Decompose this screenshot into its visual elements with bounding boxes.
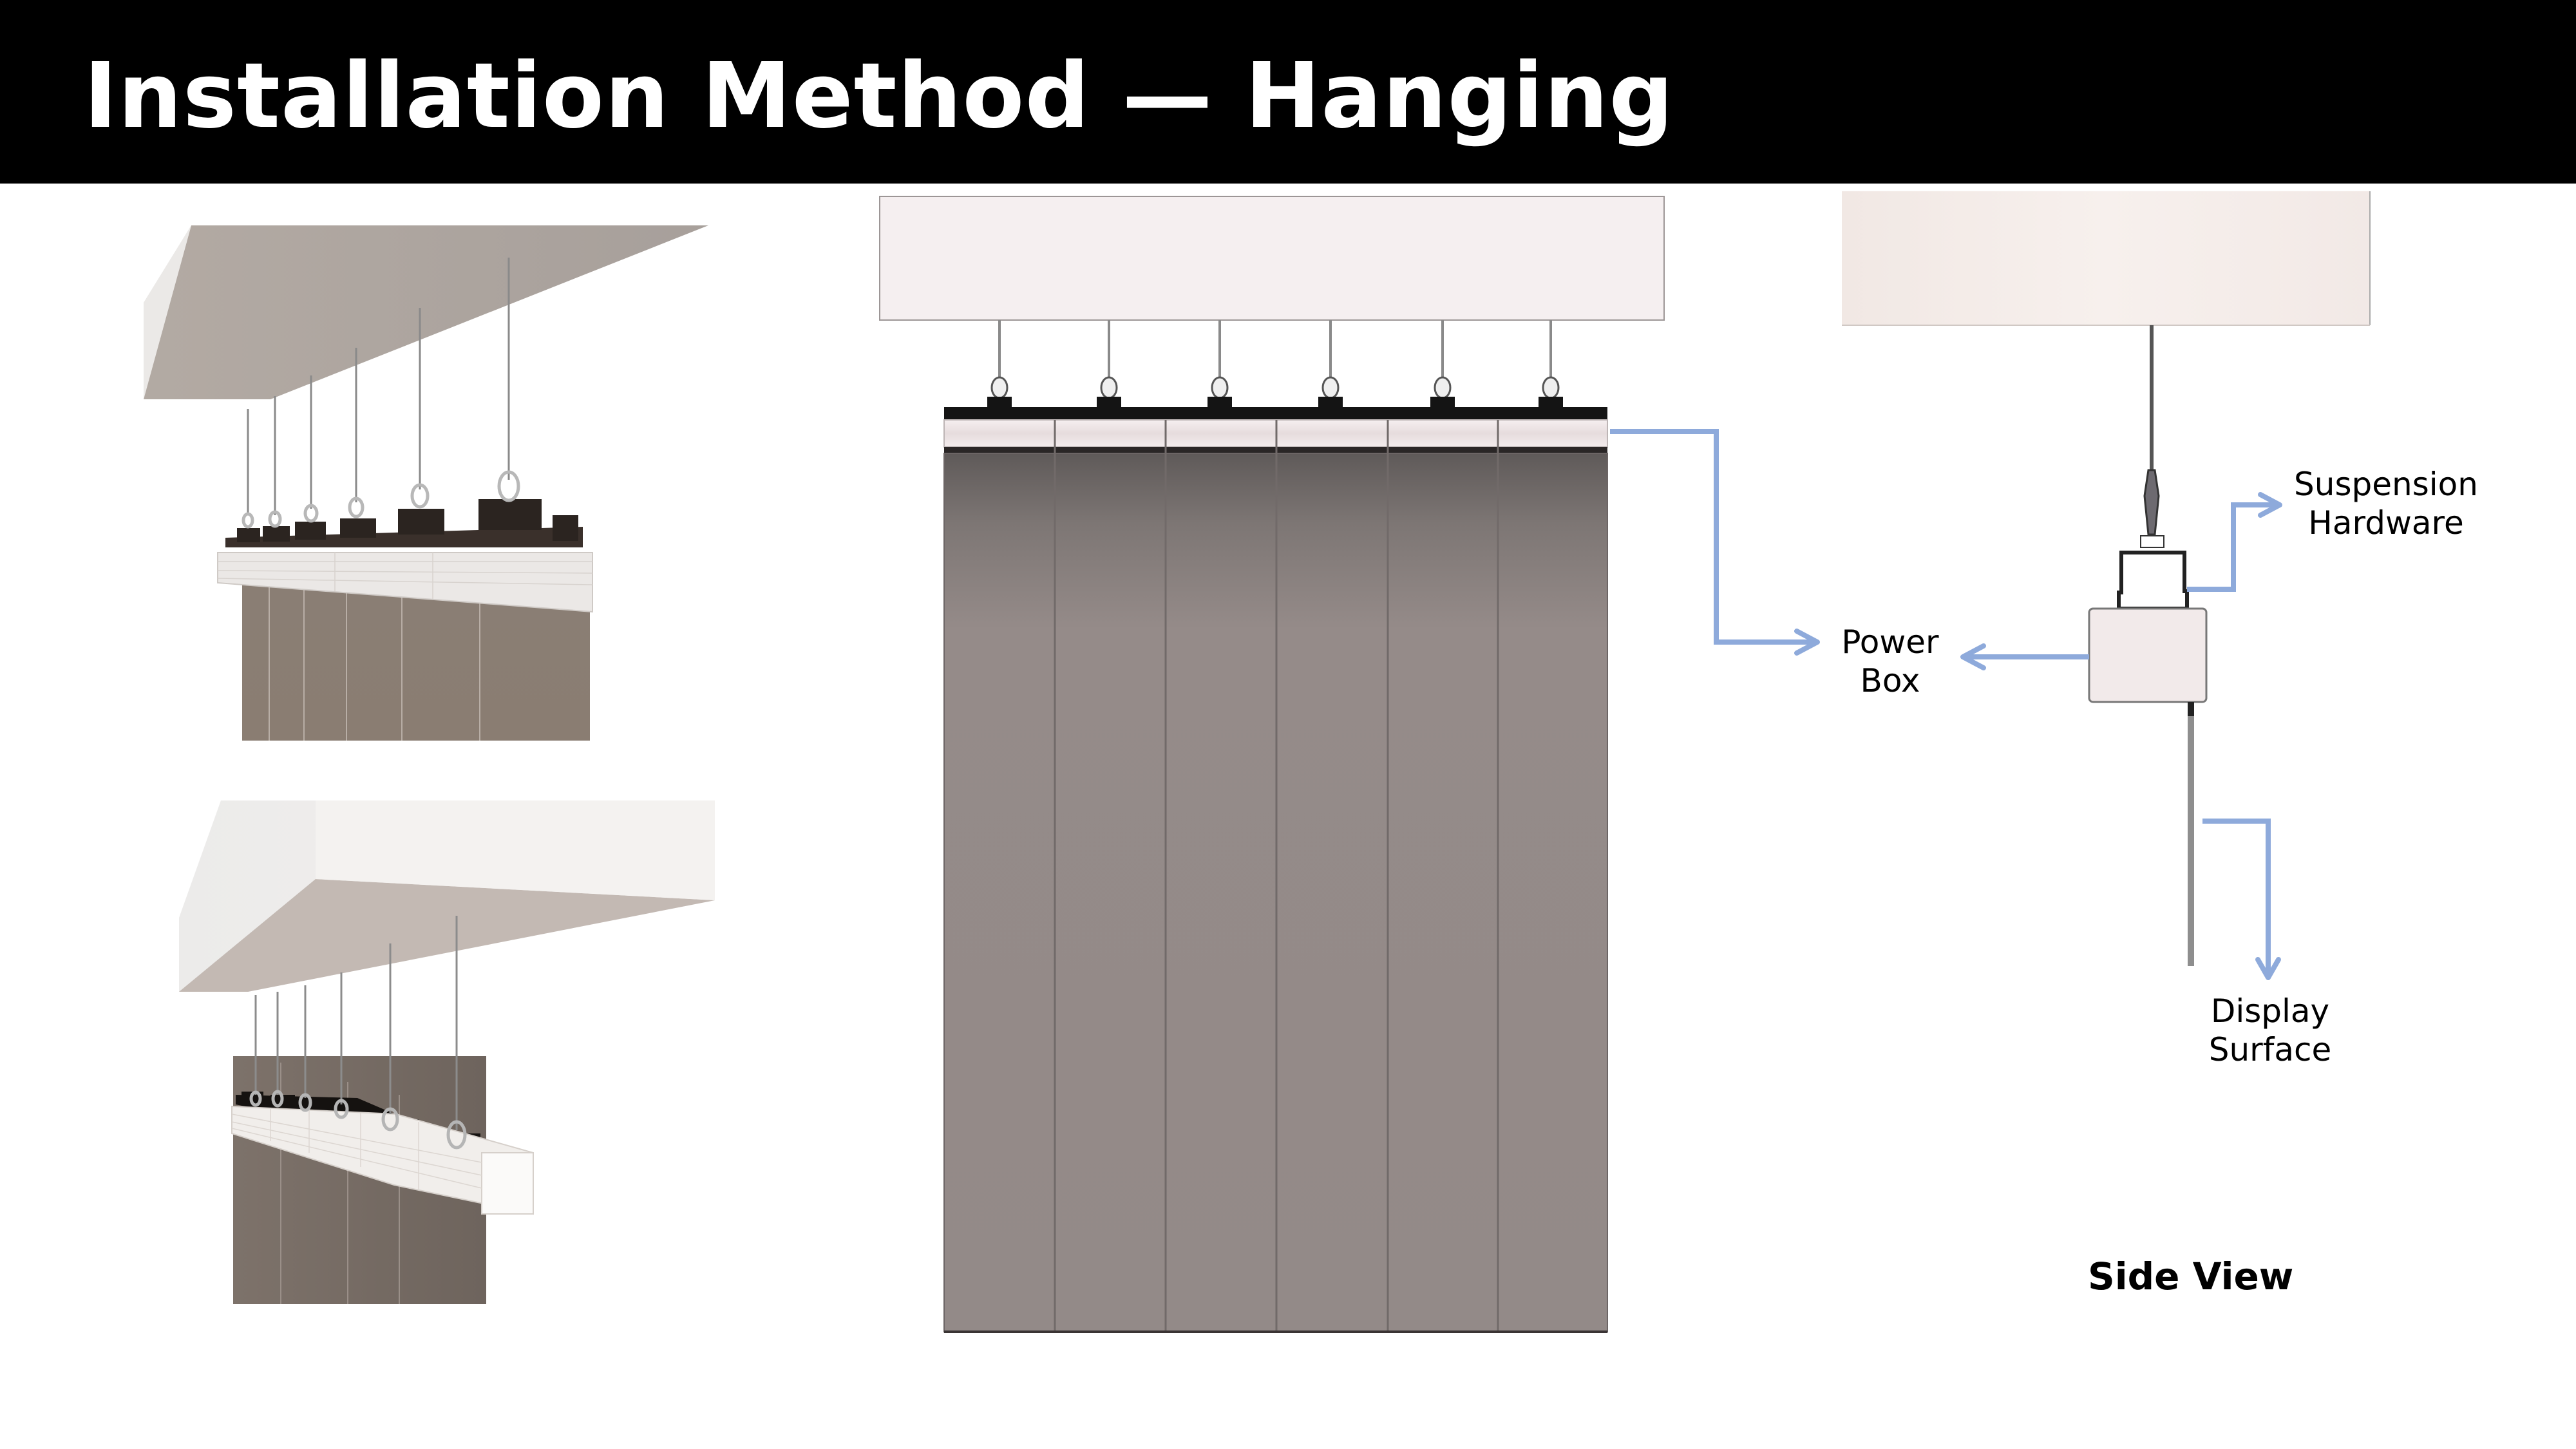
- side-view-title: Side View: [2088, 1255, 2294, 1298]
- panel-seams: [1054, 420, 1499, 1332]
- suspension-callout-arrow: [2187, 502, 2277, 592]
- display-surface: [2188, 702, 2194, 966]
- title-bar: Installation Method — Hanging: [0, 0, 2576, 184]
- power-box-label: Power Box: [1841, 623, 1939, 699]
- suspension-cables: [247, 258, 510, 515]
- ceiling-block: [879, 196, 1665, 321]
- power-box-callout-arrow: [1610, 429, 1816, 645]
- ceiling-block: [1842, 191, 2370, 325]
- power-box: [2088, 607, 2208, 703]
- suspension-cables: [998, 320, 1552, 383]
- suspension-cables: [254, 916, 458, 1130]
- suspension-bracket: [2117, 551, 2189, 611]
- hook-icon: [2143, 469, 2160, 536]
- hanger-brackets: [237, 499, 578, 542]
- eyebolts: [990, 376, 1560, 399]
- display-callout-arrow: [2202, 819, 2271, 976]
- page-title: Installation Method — Hanging: [84, 44, 1674, 149]
- display-surface-label: Display Surface: [2208, 992, 2332, 1068]
- rail-cover: [217, 552, 593, 613]
- suspension-hardware-label: Suspension Hardware: [2294, 466, 2478, 542]
